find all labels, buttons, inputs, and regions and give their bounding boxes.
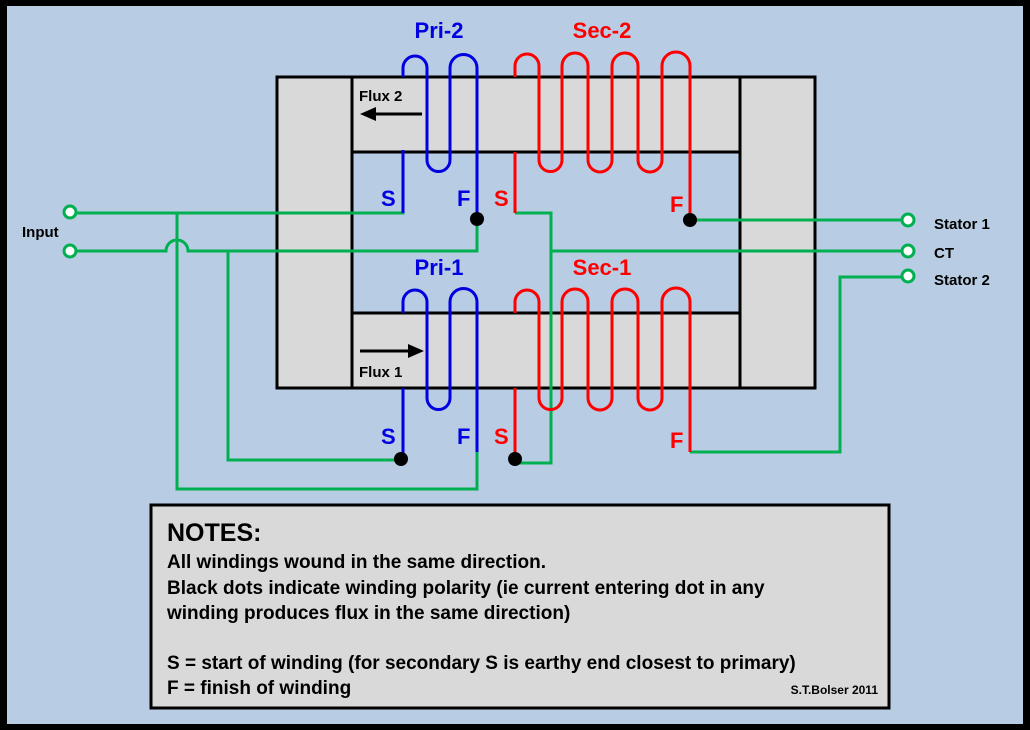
wire-top-to-pri1-finish — [175, 213, 479, 491]
core-left-limb — [275, 75, 354, 390]
connection-wires — [70, 152, 908, 491]
ct-terminal — [900, 243, 916, 259]
notes-line-2: Black dots indicate winding polarity (ie… — [167, 578, 765, 599]
wire-stator2 — [690, 275, 908, 454]
polarity-dots — [394, 212, 697, 466]
notes-panel — [149, 503, 891, 710]
core-right-limb — [738, 75, 817, 390]
flux2-arrow — [360, 107, 422, 121]
pri1-label: Pri-1 — [415, 255, 464, 280]
notes-line-3: winding produces flux in the same direct… — [166, 603, 570, 624]
sec1-start-label: S — [494, 424, 509, 449]
pri2-label: Pri-2 — [415, 18, 464, 43]
flux1-label: Flux 1 — [359, 364, 402, 381]
input-terminal-bottom — [62, 243, 78, 259]
stator2-terminal — [900, 268, 916, 284]
pri2-winding — [401, 53, 479, 219]
polarity-dot-pri2 — [470, 212, 484, 226]
polarity-dot-pri1 — [394, 452, 408, 466]
wire-bottom-to-pri1-start — [226, 251, 401, 462]
pri1-start-label: S — [381, 424, 396, 449]
flux1-arrow — [360, 344, 424, 358]
sec1-label: Sec-1 — [573, 255, 632, 280]
terminals — [62, 204, 916, 284]
sec1-finish-label: F — [670, 428, 683, 453]
notes-line-4: S = start of winding (for secondary S is… — [167, 653, 796, 674]
ct-label: CT — [934, 245, 954, 262]
input-label: Input — [22, 224, 59, 241]
polarity-dot-sec2 — [683, 213, 697, 227]
flux2-label: Flux 2 — [359, 88, 402, 105]
stator1-label: Stator 1 — [934, 216, 990, 233]
pri1-finish-label: F — [457, 424, 470, 449]
sec2-label: Sec-2 — [573, 18, 632, 43]
stator2-label: Stator 2 — [934, 272, 990, 289]
pri1-winding — [401, 287, 479, 460]
notes-box: NOTES: All windings wound in the same di… — [149, 503, 891, 710]
notes-line-1: All windings wound in the same direction… — [167, 552, 546, 573]
pri2-start-label: S — [381, 186, 396, 211]
sec1-winding — [513, 286, 692, 463]
notes-heading: NOTES: — [167, 519, 261, 547]
sec2-finish-label: F — [670, 192, 683, 217]
wire-sec-starts — [515, 211, 553, 465]
signature: S.T.Bolser 2011 — [791, 683, 879, 697]
notes-line-5: F = finish of winding — [167, 678, 351, 699]
pri2-finish-label: F — [457, 186, 470, 211]
input-terminal-top — [62, 204, 78, 220]
stator1-terminal — [900, 212, 916, 228]
sec2-start-label: S — [494, 186, 509, 211]
polarity-dot-sec1 — [508, 452, 522, 466]
sec2-winding — [513, 50, 692, 220]
